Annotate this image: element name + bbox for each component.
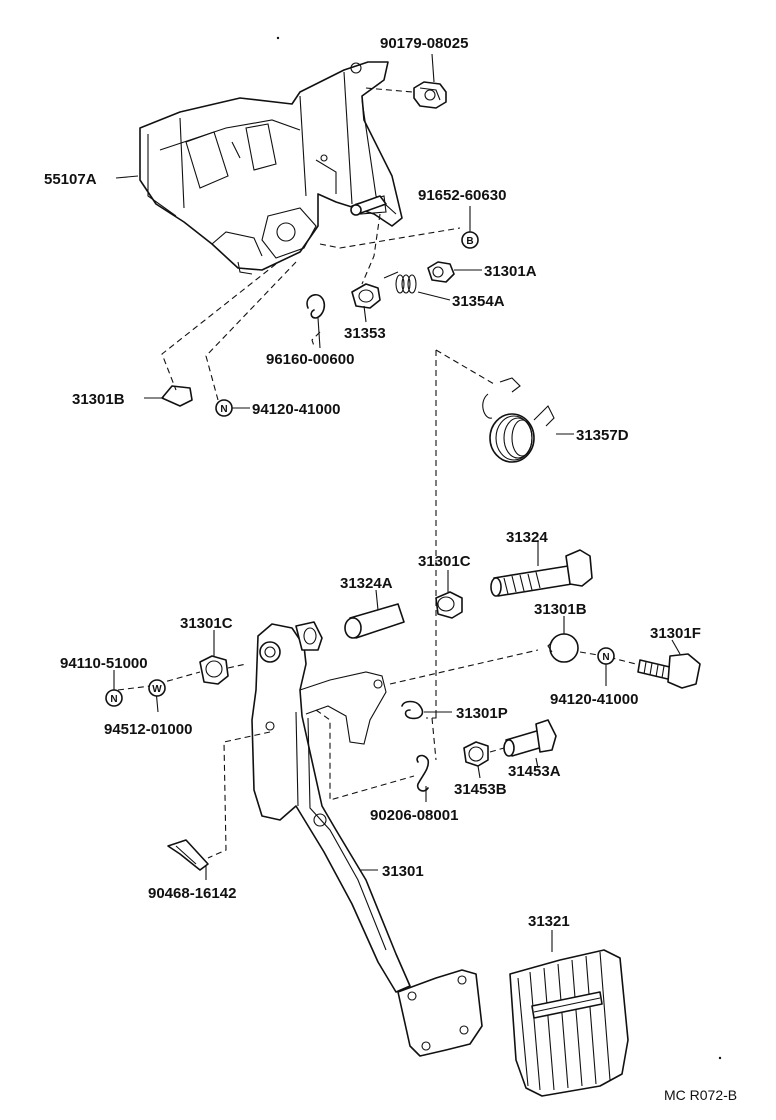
- label-31301P: 31301P: [456, 705, 508, 722]
- label-90468-16142: 90468-16142: [148, 885, 236, 902]
- label-31301: 31301: [382, 863, 424, 880]
- symbol-letter: W: [152, 684, 162, 695]
- symbol-letter: N: [602, 652, 609, 663]
- cushion-31301B-mid: [547, 633, 579, 663]
- label-94120-41000-top: 94120-41000: [252, 401, 340, 418]
- label-31453A: 31453A: [508, 763, 561, 780]
- cotter-pin-90206: [416, 754, 430, 792]
- assembly-lines: [117, 87, 637, 859]
- bushing-31353: [351, 283, 381, 309]
- label-31301A: 31301A: [484, 263, 537, 280]
- nut-31301A: [427, 261, 455, 283]
- stopper-31301B-top: [161, 385, 193, 407]
- clamp-90468: [167, 839, 209, 871]
- symbol-letter: N: [110, 694, 117, 705]
- symbol-circle-94110: N: [105, 689, 123, 707]
- label-94110-51000: 94110-51000: [60, 655, 148, 672]
- figure-reference-code: MC R072-B: [664, 1087, 737, 1103]
- label-91652-60630: 91652-60630: [418, 187, 506, 204]
- label-31324A: 31324A: [340, 575, 393, 592]
- label-31301C-left: 31301C: [180, 615, 233, 632]
- collar-31324A: [344, 603, 405, 639]
- label-90206-08001: 90206-08001: [370, 807, 458, 824]
- pin-31453A: [503, 719, 557, 757]
- label-31357D: 31357D: [576, 427, 629, 444]
- bolt-31301F: [637, 653, 701, 689]
- return-spring-31357D: [482, 377, 555, 463]
- label-31353: 31353: [344, 325, 386, 342]
- label-31301B-mid: 31301B: [534, 601, 587, 618]
- label-94120-41000-mid: 94120-41000: [550, 691, 638, 708]
- label-31453B: 31453B: [454, 781, 507, 798]
- bushing-31301C-mid: [435, 591, 463, 619]
- label-31324: 31324: [506, 529, 548, 546]
- speck: [276, 36, 280, 40]
- label-94512-01000: 94512-01000: [104, 721, 192, 738]
- speck: [718, 1056, 722, 1060]
- label-55107A: 55107A: [44, 171, 97, 188]
- symbol-circle-94120-mid: N: [597, 647, 615, 665]
- symbol-letter: N: [220, 404, 227, 415]
- bushing-31301C-left: [199, 655, 229, 685]
- symbol-circle-94512: W: [148, 679, 166, 697]
- leader-lines: [113, 53, 681, 952]
- label-31354A: 31354A: [452, 293, 505, 310]
- symbol-letter: B: [466, 236, 473, 247]
- symbol-circle-91652: B: [461, 231, 479, 249]
- label-90179-08025: 90179-08025: [380, 35, 468, 52]
- label-31321: 31321: [528, 913, 570, 930]
- label-31301B-top: 31301B: [72, 391, 125, 408]
- pedal-support-bracket: [139, 61, 403, 275]
- nut-90179: [413, 81, 447, 109]
- pin-shaft-top: [350, 195, 387, 216]
- clip-31301P: [401, 700, 424, 720]
- bushing-31453B: [463, 741, 489, 767]
- spring-31354A: [383, 271, 417, 294]
- pedal-pad-31321: [509, 949, 629, 1097]
- label-96160-00600: 96160-00600: [266, 351, 354, 368]
- label-31301F: 31301F: [650, 625, 701, 642]
- part-labels: 90179-08025 55107A 91652-60630 31301A 31…: [44, 35, 701, 930]
- label-31301C-mid: 31301C: [418, 553, 471, 570]
- brake-pedal-lever: [251, 621, 483, 1057]
- symbol-circle-94120-top: N: [215, 399, 233, 417]
- clip-96160: [306, 293, 326, 319]
- bolt-31324: [490, 549, 593, 597]
